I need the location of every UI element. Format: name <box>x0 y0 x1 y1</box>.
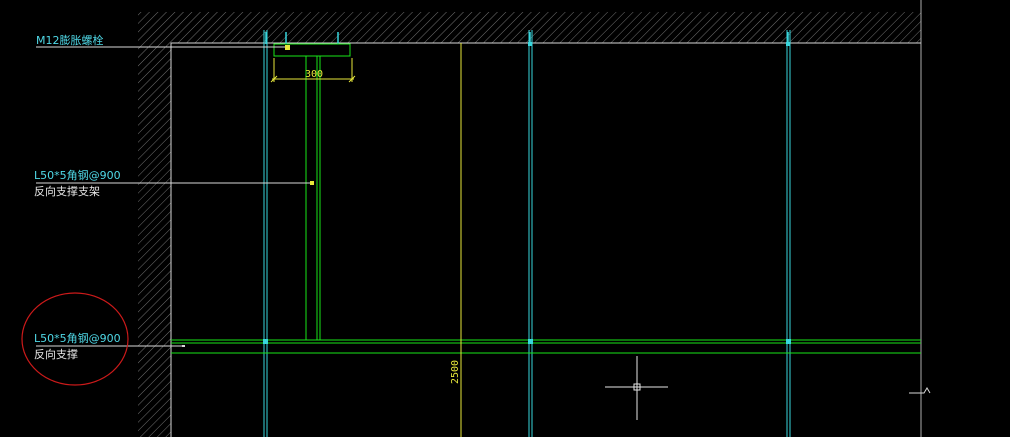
vertical-dimension-text: 2500 <box>450 360 461 384</box>
brace-label-line2: 反向支撑 <box>34 347 78 361</box>
break-line-icon <box>909 387 931 394</box>
cyan-vertical-lines <box>263 30 791 437</box>
leader-dot-brace <box>182 345 185 347</box>
intersection-markers <box>263 42 791 344</box>
top-plate <box>273 43 351 57</box>
bracket-label-line2: 反向支撑支架 <box>34 184 100 198</box>
hatched-wall-section <box>138 12 1010 437</box>
highlight-circle <box>21 292 129 386</box>
crosshair-cursor-icon <box>605 356 668 420</box>
bolt-label: M12膨胀螺栓 <box>36 33 104 47</box>
top-width-dimension <box>270 58 356 83</box>
angle-steel-bracket <box>305 56 321 340</box>
leader-dots <box>285 45 314 185</box>
brace-label-line1: L50*5角钢@900 <box>34 332 121 345</box>
leader-lines <box>36 46 310 347</box>
top-width-dimension-text: 300 <box>305 69 323 80</box>
bracket-label-line1: L50*5角钢@900 <box>34 169 121 182</box>
horizontal-brace <box>171 339 921 354</box>
ceiling-outline <box>170 0 922 437</box>
